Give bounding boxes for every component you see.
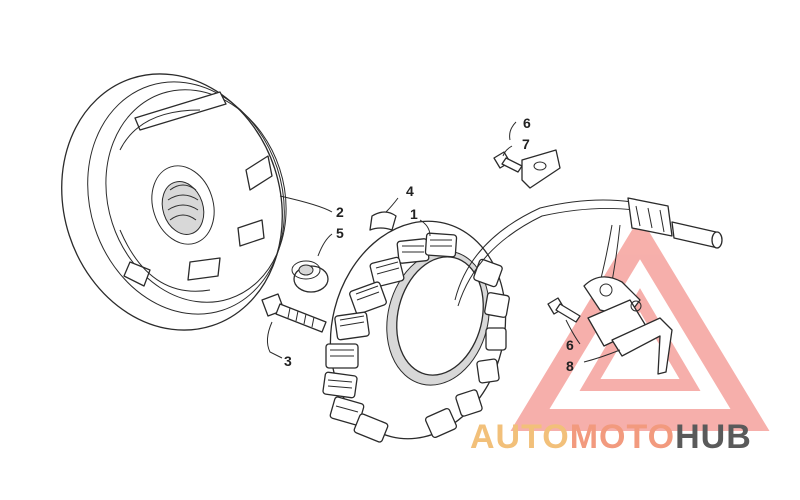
bolt (261, 293, 327, 333)
stator-poles (322, 232, 510, 443)
screw-upper (493, 151, 523, 173)
bracket (611, 317, 673, 375)
wire-harness (454, 197, 723, 307)
key (369, 211, 397, 231)
callout-6-lower: 6 (566, 337, 574, 353)
callout-4: 4 (406, 183, 414, 199)
screw-lower (547, 297, 581, 323)
pickup-coil (583, 276, 647, 348)
callout-7: 7 (522, 136, 530, 152)
stator (322, 220, 510, 443)
leader-lines (266, 121, 621, 363)
callout-2: 2 (336, 204, 344, 220)
callout-1: 1 (410, 206, 418, 222)
callouts: 2 5 3 4 1 6 7 6 8 (284, 115, 574, 374)
pole-windings (327, 239, 452, 413)
callout-8: 8 (566, 358, 574, 374)
connector (627, 197, 723, 249)
callout-6-upper: 6 (523, 115, 531, 131)
watermark-text: AUTOMOTOHUB (470, 418, 752, 456)
callout-5: 5 (336, 225, 344, 241)
watermark-text: AUTOMOTOHUB (470, 418, 752, 456)
clamp (521, 149, 561, 189)
flywheel (61, 73, 287, 331)
callout-3: 3 (284, 353, 292, 369)
spacer (291, 260, 329, 293)
